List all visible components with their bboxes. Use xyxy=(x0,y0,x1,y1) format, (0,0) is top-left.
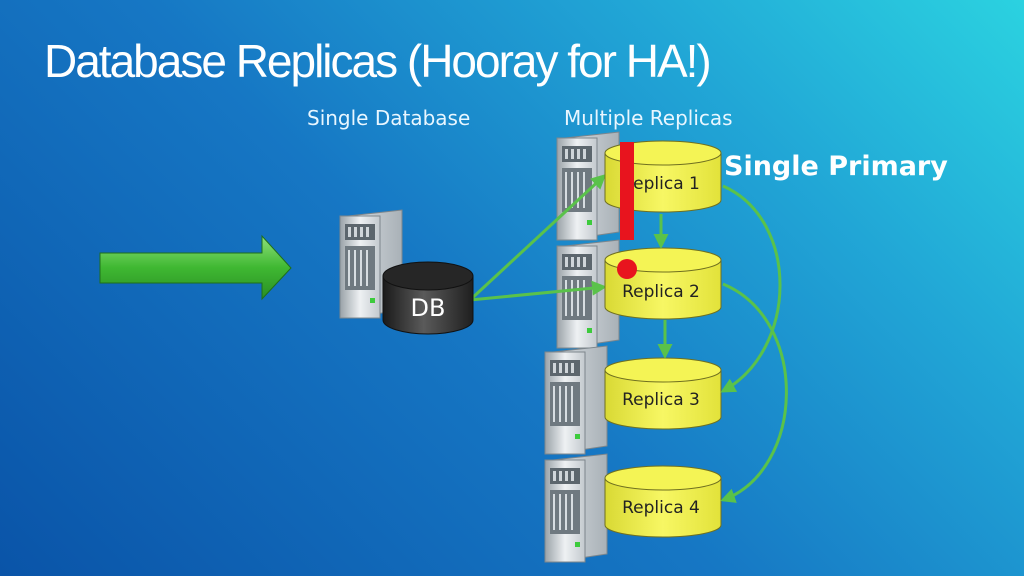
header-multiple-replicas: Multiple Replicas xyxy=(564,106,733,130)
arrow-replica-2-to-4 xyxy=(720,282,788,503)
replica-4-label: Replica 4 xyxy=(622,498,700,518)
database-cylinder-icon xyxy=(382,261,474,335)
exclamation-mark-icon xyxy=(617,142,637,279)
replica-3-label: Replica 3 xyxy=(622,390,700,410)
replica-4-cylinder xyxy=(604,465,722,538)
incoming-arrow-icon xyxy=(99,234,292,301)
arrow-db-to-replica-2 xyxy=(469,280,607,302)
arrow-db-to-replica-1 xyxy=(468,173,607,302)
db-label: DB xyxy=(411,294,446,322)
header-single-database: Single Database xyxy=(307,106,471,130)
replica-3-cylinder xyxy=(604,357,722,430)
replica-2-label: Replica 2 xyxy=(622,282,700,302)
slide-title: Database Replicas (Hooray for HA!) xyxy=(44,35,712,87)
server-icon-replica-4 xyxy=(544,453,608,563)
replica-1-label: Replica 1 xyxy=(622,174,700,194)
server-icon-replica-3 xyxy=(544,345,608,455)
arrow-replica-1-to-3 xyxy=(720,184,782,393)
single-primary-callout: Single Primary xyxy=(724,151,948,182)
